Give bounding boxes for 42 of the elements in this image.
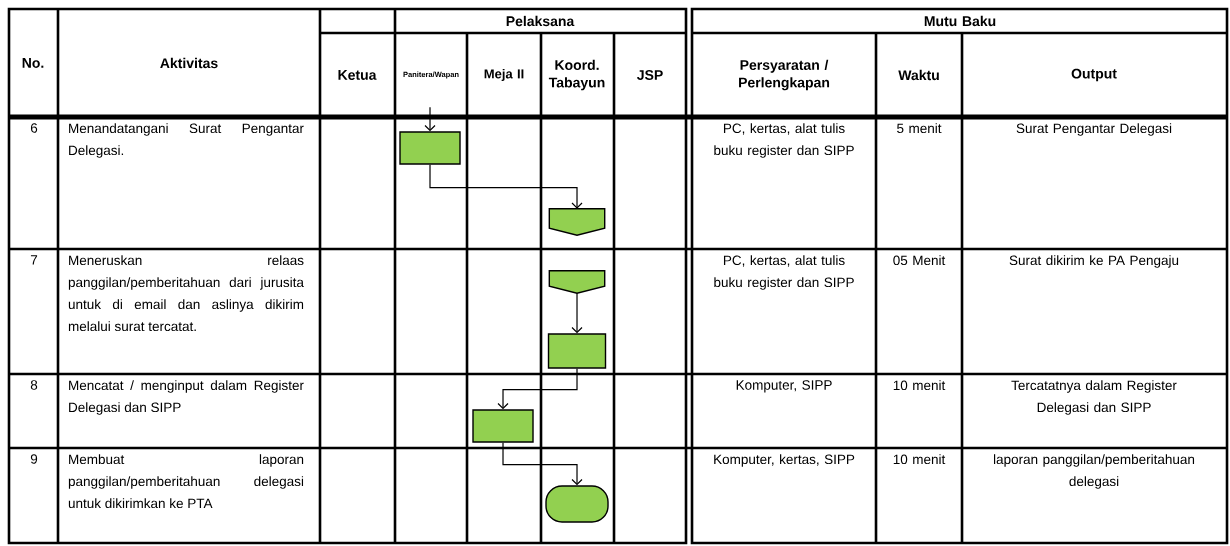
step-number: 7	[30, 255, 38, 265]
arrow	[424, 106, 436, 132]
terminator-shape	[545, 485, 609, 523]
header-cell: Ketua	[338, 70, 377, 80]
arrow	[497, 368, 578, 410]
step-number: 8	[30, 380, 38, 390]
table-cell: Surat Pengantar Delegasi	[1016, 123, 1172, 136]
header-cell: Pelaksana	[506, 15, 575, 27]
header-cell: Persyaratan / Perlengkapan	[739, 59, 830, 91]
table-cell: Surat dikirim ke PA Pengaju	[1009, 255, 1179, 268]
header-cell: Koord. Tabayun	[548, 59, 605, 91]
process-box	[547, 333, 607, 369]
header-cell: Mutu Baku	[924, 15, 996, 27]
activity-text: Menandatangani Surat Pengantar Delegasi.	[69, 123, 304, 158]
arrow	[571, 292, 583, 334]
table-cell: Komputer, SIPP	[736, 380, 832, 393]
header-cell: Waktu	[898, 69, 939, 81]
header-cell: Output	[1071, 68, 1117, 82]
activity-text: Mencatat / menginput dalam Register Delegasi dan SIPP	[69, 380, 304, 415]
header-cell: No.	[22, 58, 44, 68]
header-cell: Aktivitas	[160, 57, 218, 69]
process-box	[399, 131, 461, 165]
arrow	[502, 442, 583, 486]
header-cell: JSP	[637, 70, 663, 80]
offpage-connector	[548, 270, 606, 294]
activity-text: Meneruskan relaas panggilan/pemberitahuan dari jurusita untuk di email dan aslinya dikirim melalui surat tercatat.	[68, 255, 304, 332]
offpage-connector	[548, 208, 606, 236]
table-cell: laporan panggilan/pemberitahuan delegasi	[993, 454, 1195, 489]
table-cell: PC, kertas, alat tulis buku register dan SIPP	[714, 123, 854, 158]
step-number: 6	[30, 123, 38, 133]
process-box	[472, 409, 534, 443]
header-cell: Meja II	[484, 68, 524, 82]
table-cell: Tercatatnya dalam Register Delegasi dan SIPP	[1011, 380, 1177, 415]
table-cell: 5 menit	[897, 123, 942, 134]
table-cell: Komputer, kertas, SIPP	[714, 454, 855, 467]
activity-text: Membuat laporan panggilan/pemberitahuan delegasi untuk dikirimkan ke PTA	[68, 454, 304, 509]
table-cell: 10 menit	[893, 454, 946, 465]
arrow	[429, 164, 583, 209]
table-cell: 05 Menit	[893, 255, 946, 266]
table-cell: 10 menit	[893, 380, 946, 391]
table-cell: PC, kertas, alat tulis buku register dan SIPP	[714, 255, 854, 290]
step-number: 9	[30, 454, 38, 464]
